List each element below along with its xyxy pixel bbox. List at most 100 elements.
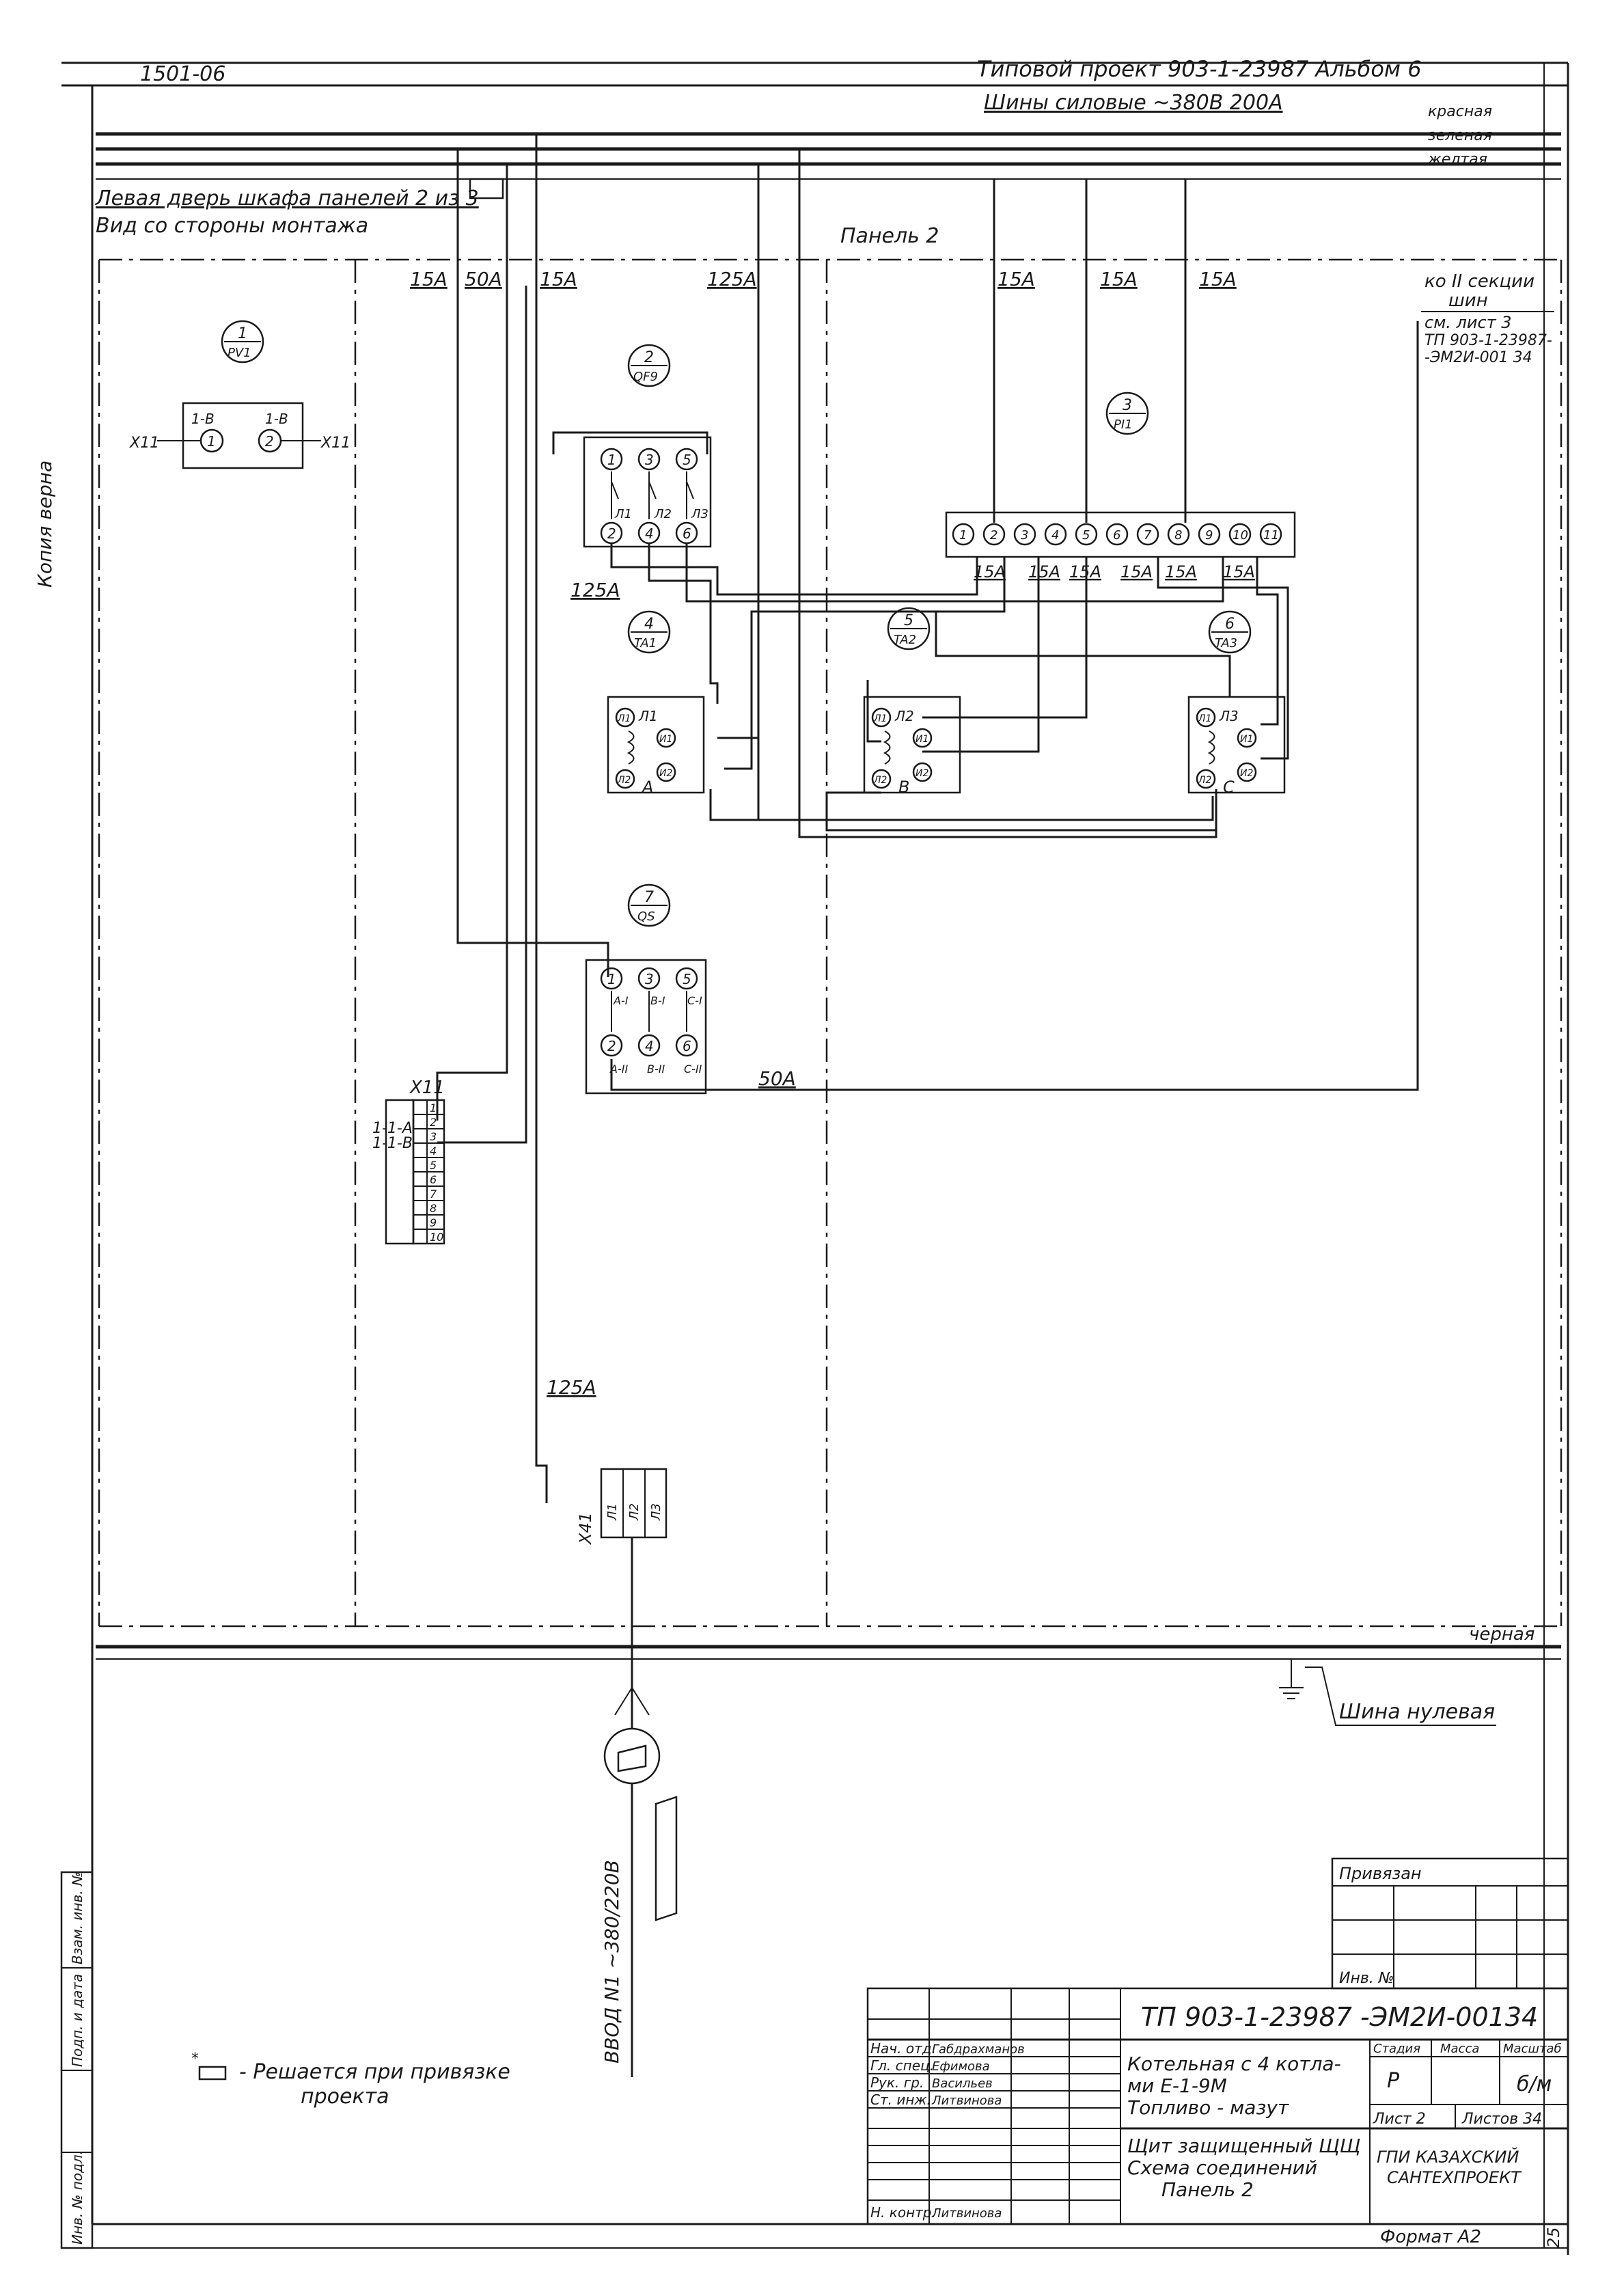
current-15a-2: 15А — [540, 268, 577, 290]
svg-text:7: 7 — [644, 889, 654, 906]
current-15a-4: 15А — [1100, 268, 1138, 290]
x11-row: 5 — [430, 1159, 437, 1172]
meter-terminal-num: 11 — [1263, 528, 1279, 543]
svg-text:Схема соединений: Схема соединений — [1127, 2156, 1317, 2179]
svg-text:5: 5 — [683, 971, 691, 987]
current-15a-9: 15А — [1120, 562, 1153, 581]
svg-text:Л1: Л1 — [873, 713, 887, 724]
x11-terminal-block: Х11 1-1-А 1-1-В — [372, 286, 527, 1152]
meter-terminal-num: 5 — [1082, 528, 1090, 543]
current-50a-1: 50А — [465, 268, 502, 290]
device-pv1: 1 PV1 1 2 1-В 1-В Х11 Х11 — [129, 320, 350, 469]
meter-terminal-num: 7 — [1144, 528, 1152, 543]
svg-text:Габдрахманов: Габдрахманов — [932, 2042, 1025, 2057]
sheet-frame — [61, 61, 1569, 2255]
svg-text:PI1: PI1 — [1114, 417, 1133, 432]
svg-text:1: 1 — [207, 433, 216, 450]
svg-text:1-В: 1-В — [191, 411, 215, 427]
svg-text:Котельная с 4 котла-: Котельная с 4 котла- — [1127, 2053, 1341, 2075]
svg-text:Щит защищенный ЩЩ: Щит защищенный ЩЩ — [1127, 2135, 1360, 2157]
svg-text:ко II секции: ко II секции — [1425, 271, 1534, 292]
svg-text:Ст. инж.: Ст. инж. — [870, 2092, 931, 2108]
svg-text:Инв. №: Инв. № — [1339, 1970, 1394, 1987]
input-cable: ВВОД N1 ~380/220В — [601, 1674, 678, 2077]
current-15a-11: 15А — [1223, 562, 1255, 581]
format-label: Формат А2 — [1380, 2227, 1481, 2247]
device-qf9: 2 QF9 1 3 5 Л1 Л2 Л3 2 4 6 — [552, 344, 712, 548]
title-block: ТП 903-1-23987 -ЭМ2И-00134 Нач. отд. Гл.… — [866, 1987, 1569, 2225]
svg-text:САНТЕХПРОЕКТ: САНТЕХПРОЕКТ — [1387, 2168, 1522, 2187]
meter-terminal — [1075, 523, 1098, 546]
svg-text:Масса: Масса — [1440, 2042, 1479, 2056]
current-15a-1: 15А — [410, 268, 448, 290]
meter-terminal-num: 4 — [1051, 528, 1059, 543]
svg-text:- Решается при привязке: - Решается при привязке — [239, 2060, 510, 2084]
svg-text:TA3: TA3 — [1215, 636, 1237, 650]
meter-terminal-num: 8 — [1174, 528, 1182, 543]
panel-label: Панель 2 — [840, 224, 939, 248]
svg-text:Топливо - мазут: Топливо - мазут — [1127, 2096, 1289, 2119]
svg-text:В: В — [898, 778, 909, 797]
svg-text:1: 1 — [238, 325, 247, 342]
svg-text:Л1: Л1 — [1198, 713, 1211, 724]
svg-text:Л2: Л2 — [873, 775, 887, 786]
svg-text:Рук. гр.: Рук. гр. — [870, 2074, 924, 2091]
svg-text:В-I: В-I — [650, 994, 665, 1007]
svg-text:Р: Р — [1387, 2069, 1400, 2093]
neutral-label: черная — [1469, 1624, 1534, 1645]
current-15a-6: 15А — [974, 562, 1006, 581]
meter-terminal-num: 1 — [959, 528, 967, 543]
meter-terminal — [1167, 523, 1190, 546]
x11-row: 3 — [430, 1130, 437, 1143]
svg-text:Н. контр.: Н. контр. — [870, 2204, 936, 2221]
svg-text:Подп. и дата: Подп. и дата — [69, 1974, 85, 2067]
svg-text:Л2: Л2 — [617, 775, 631, 786]
door-title-line1: Левая дверь шкафа панелей 2 из 3 — [95, 187, 479, 210]
svg-text:Панель 2: Панель 2 — [1161, 2178, 1254, 2201]
svg-text:Масштаб: Масштаб — [1503, 2042, 1562, 2056]
x11-row: 2 — [430, 1116, 437, 1129]
svg-text:1-1-А: 1-1-А — [372, 1120, 413, 1137]
svg-text:Листов 34: Листов 34 — [1461, 2111, 1542, 2128]
svg-text:Нач. отд.: Нач. отд. — [870, 2040, 936, 2057]
svg-text:*: * — [191, 2051, 199, 2068]
svg-text:Х11: Х11 — [409, 1078, 445, 1098]
svg-text:4: 4 — [644, 616, 654, 633]
sheet-code: 1501-06 — [140, 62, 225, 86]
svg-text:4: 4 — [645, 1038, 654, 1054]
page-number: 25 — [1544, 2227, 1563, 2248]
svg-text:С-I: С-I — [687, 994, 702, 1007]
x11-row: 4 — [430, 1144, 437, 1157]
svg-text:И1: И1 — [916, 734, 928, 745]
x11-row: 7 — [430, 1188, 437, 1201]
svg-text:Взам. инв. №: Взам. инв. № — [69, 1871, 85, 1964]
meter-terminal — [1044, 523, 1067, 546]
device-ta1-label: 4 TA1 — [627, 610, 671, 654]
privyazan-block: Привязан Инв. № — [1331, 1857, 1569, 1990]
current-125a-1: 125А — [707, 268, 757, 290]
svg-text:Л1: Л1 — [638, 708, 658, 724]
current-15a-5: 15А — [1199, 268, 1237, 290]
svg-text:Л3: Л3 — [649, 1503, 663, 1521]
current-125a-2: 125А — [570, 579, 620, 601]
svg-text:А: А — [641, 778, 653, 797]
svg-text:3: 3 — [1123, 397, 1132, 414]
phase-label-1: красная — [1428, 103, 1492, 120]
current-15a-8: 15А — [1069, 562, 1101, 581]
svg-text:2: 2 — [644, 349, 654, 366]
svg-text:3: 3 — [645, 452, 654, 468]
device-ta2-label: 5 TA2 — [887, 607, 931, 650]
svg-text:Л1: Л1 — [617, 713, 631, 724]
svg-text:Л2: Л2 — [654, 507, 672, 521]
footnote: * - Решается при привязке проекта — [191, 2051, 510, 2109]
power-bus-label: Шины силовые ~380В 200А — [984, 91, 1283, 115]
svg-text:3: 3 — [645, 971, 654, 987]
svg-text:QS: QS — [637, 909, 655, 924]
meter-terminal — [1198, 523, 1221, 546]
svg-text:Стадия: Стадия — [1373, 2042, 1420, 2056]
svg-text:5: 5 — [683, 452, 691, 468]
svg-text:Х11: Х11 — [129, 435, 159, 452]
svg-text:Л1: Л1 — [605, 1503, 620, 1521]
